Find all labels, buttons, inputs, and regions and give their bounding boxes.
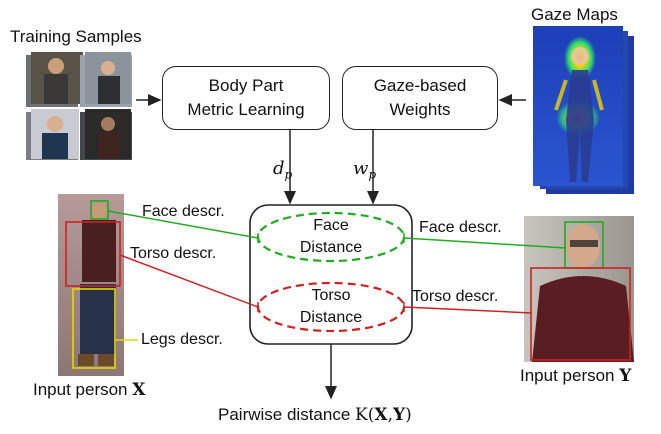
legs-bbox-x [72, 288, 116, 369]
torso-line-x [119, 254, 259, 308]
face-descr-left: Face descr. [142, 203, 225, 220]
face-line-x [107, 210, 259, 239]
face-line-y [403, 237, 567, 249]
torso-distance-label: Torso Distance [299, 287, 363, 326]
torso-bbox-x [65, 221, 121, 287]
gaze-weights-box: Gaze-based Weights [342, 66, 498, 130]
wp-symbol: wp [353, 158, 377, 182]
dp-symbol: dp [273, 158, 293, 182]
face-bbox-x [90, 200, 109, 220]
torso-descr-right: Torso descr. [412, 288, 499, 305]
input-person-x-caption: Input person X [33, 380, 146, 400]
gaze-weights-line1: Gaze-based [373, 76, 467, 95]
input-person-x-image [58, 194, 124, 376]
metric-learning-line2: Metric Learning [187, 100, 305, 119]
gaze-maps-image [533, 26, 634, 194]
torso-line-y [403, 306, 533, 314]
metric-learning-line1: Body Part [208, 76, 284, 95]
face-descr-right: Face descr. [419, 219, 502, 236]
training-samples-title: Training Samples [10, 27, 142, 46]
pairwise-distance-caption: Pairwise distance K(X,Y) [218, 405, 412, 425]
input-person-y-image [524, 216, 634, 362]
torso-bbox-y [530, 267, 631, 361]
gaze-weights-line2: Weights [389, 100, 451, 119]
legs-descr-left: Legs descr. [141, 331, 223, 348]
gaze-maps-title: Gaze Maps [531, 5, 618, 24]
distance-box [249, 204, 413, 345]
face-distance-label: Face Distance [299, 217, 363, 256]
torso-descr-left: Torso descr. [130, 245, 217, 262]
metric-learning-box: Body Part Metric Learning [162, 66, 330, 130]
input-person-y-caption: Input person Y [520, 366, 632, 386]
training-samples-image [26, 52, 132, 160]
